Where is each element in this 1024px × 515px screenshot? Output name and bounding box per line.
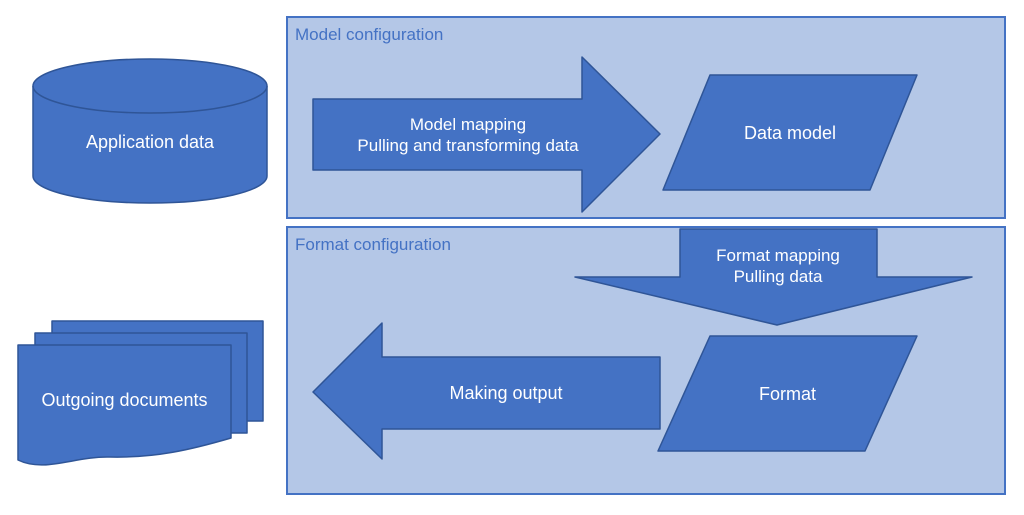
- application-data-cylinder: [32, 58, 268, 204]
- format-mapping-arrow: [574, 228, 973, 326]
- format-parallelogram: [657, 335, 918, 452]
- making-output-arrow: [312, 322, 661, 460]
- cylinder-top-rim: [32, 85, 268, 114]
- format-configuration-title: Format configuration: [295, 235, 451, 254]
- model-configuration-title: Model configuration: [295, 25, 444, 44]
- outgoing-documents-stack: [17, 320, 264, 466]
- cylinder-body: [32, 58, 268, 204]
- model-mapping-arrow: [312, 56, 661, 213]
- data-model-parallelogram: [662, 74, 918, 191]
- document-page-front: [17, 344, 232, 466]
